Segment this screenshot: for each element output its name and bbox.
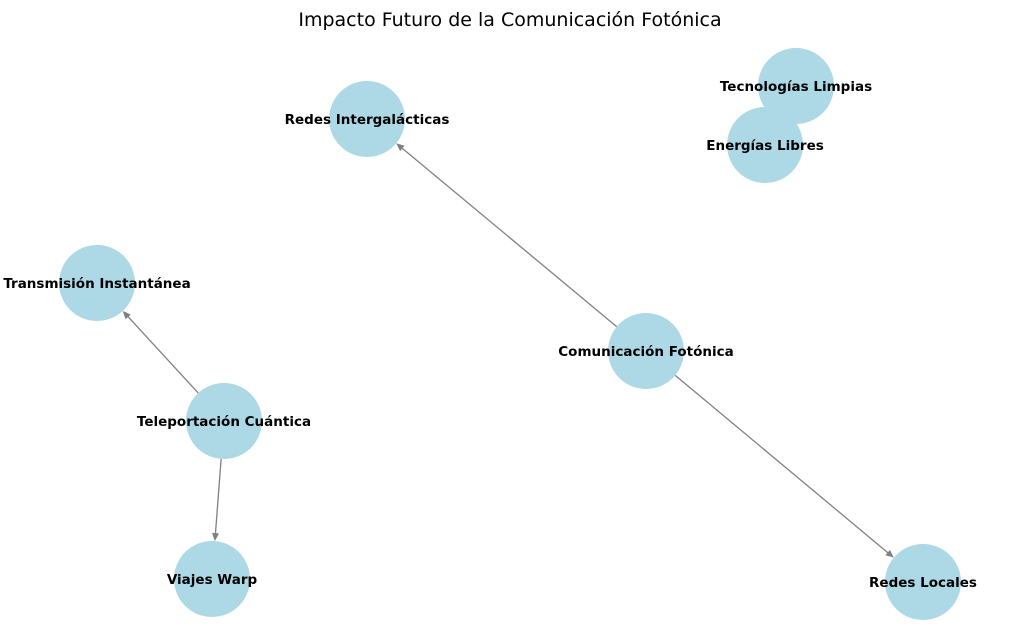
node-label: Tecnologías Limpias [720, 79, 872, 95]
node-comunicacion-fotonica: Comunicación Fotónica [558, 313, 734, 389]
edge-teleportacion-cuantica-to-transmision-instantanea [126, 314, 199, 394]
node-teleportacion-cuantica: Teleportación Cuántica [137, 383, 311, 459]
arrowhead-viajes-warp [211, 532, 219, 542]
diagram-title: Impacto Futuro de la Comunicación Fotóni… [298, 9, 721, 31]
node-circle [608, 313, 684, 389]
edge-comunicacion-fotonica-to-redes-intergalacticas [400, 146, 618, 328]
node-circle [59, 245, 135, 321]
node-tecnologias-limpias: Tecnologías Limpias [720, 48, 872, 124]
node-redes-intergalacticas: Redes Intergalácticas [285, 81, 450, 157]
node-transmision-instantanea: Transmisión Instantánea [3, 245, 191, 321]
node-circle [329, 81, 405, 157]
edges-layer [122, 143, 894, 558]
node-circle [727, 107, 803, 183]
node-label: Teleportación Cuántica [137, 414, 311, 430]
node-redes-locales: Redes Locales [869, 544, 977, 620]
node-label: Redes Locales [869, 575, 977, 591]
nodes-layer: Redes Intergalácticas Tecnologías Limpias… [3, 48, 977, 620]
node-circle [758, 48, 834, 124]
node-circle [174, 541, 250, 617]
node-label: Comunicación Fotónica [558, 344, 733, 360]
node-label: Redes Intergalácticas [285, 112, 450, 128]
node-label: Energías Libres [706, 138, 824, 154]
edge-comunicacion-fotonica-to-redes-locales [674, 374, 890, 555]
node-viajes-warp: Viajes Warp [167, 541, 258, 617]
arrowhead-redes-intergalacticas [396, 143, 405, 152]
edge-teleportacion-cuantica-to-viajes-warp [214, 458, 222, 536]
node-energias-libres: Energías Libres [706, 107, 824, 183]
arrowhead-transmision-instantanea [122, 310, 131, 320]
node-label: Transmisión Instantánea [3, 276, 190, 292]
arrowhead-redes-locales [885, 549, 894, 558]
node-circle [186, 383, 262, 459]
node-label: Viajes Warp [167, 572, 258, 588]
node-circle [885, 544, 961, 620]
